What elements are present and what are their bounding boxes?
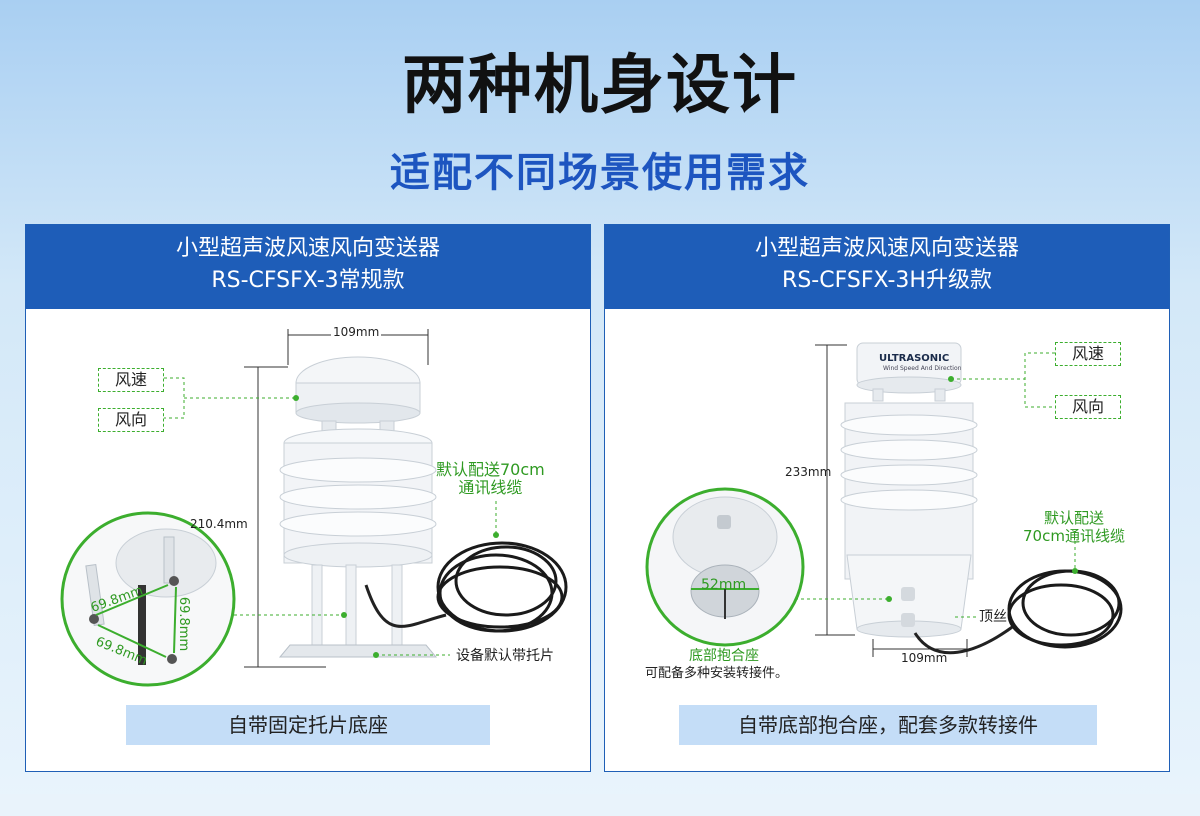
width-dimension: 109mm [901,651,948,665]
panel-model: RS-CFSFX-3常规款 [211,268,405,293]
cable-note-line2: 通讯线缆 [458,478,523,497]
panel-header: 小型超声波风速风向变送器 RS-CFSFX-3H升级款 [605,225,1169,309]
page-subtitle: 适配不同场景使用需求 [390,150,810,196]
cable-note: 默认配送70cm 通讯线缆 [436,461,545,497]
wind-direction-tag: 风向 [98,408,164,432]
brand-logo-text: ULTRASONIC [879,353,950,364]
wind-direction-tag: 风向 [1055,395,1121,419]
bottom-band [0,794,1200,816]
wind-speed-tag: 风速 [98,368,164,392]
cable-note: 默认配送 70cm通讯线缆 [1023,509,1125,545]
height-dimension: 210.4mm [190,517,248,531]
inset-dimension-2: 69.8mm [176,596,192,652]
device-illustration-standard [60,329,568,687]
panel-title: 小型超声波风速风向变送器 [175,236,440,261]
panel-header: 小型超声波风速风向变送器 RS-CFSFX-3常规款 [26,225,590,309]
wind-speed-tag: 风速 [1055,342,1121,366]
height-dimension: 233mm [785,465,832,479]
cable-note-line1: 默认配送 [1043,509,1104,527]
panel-upgraded-model: 小型超声波风速风向变送器 RS-CFSFX-3H升级款 [604,224,1170,772]
panel-caption: 自带固定托片底座 [126,705,490,745]
panel-model: RS-CFSFX-3H升级款 [782,268,992,293]
base-note-sub: 可配备多种安装转接件。 [645,666,789,681]
panel-caption: 自带底部抱合座，配套多款转接件 [679,705,1097,745]
brand-logo-subtext: Wind Speed And Direction [883,365,962,372]
cable-note-line1: 默认配送70cm [436,460,545,479]
cable-note-line2: 70cm通讯线缆 [1023,527,1125,545]
device-illustration-upgraded [645,342,1123,657]
screw-note: 顶丝 [979,609,1007,625]
page-title: 两种机身设计 [402,49,798,123]
base-note: 底部抱合座 [689,648,759,664]
width-dimension: 109mm [331,325,382,339]
tray-note: 设备默认带托片 [456,648,554,664]
panel-standard-model: 小型超声波风速风向变送器 RS-CFSFX-3常规款 [25,224,591,772]
inset-dimension: 52mm [701,577,747,593]
panel-title: 小型超声波风速风向变送器 [754,236,1019,261]
